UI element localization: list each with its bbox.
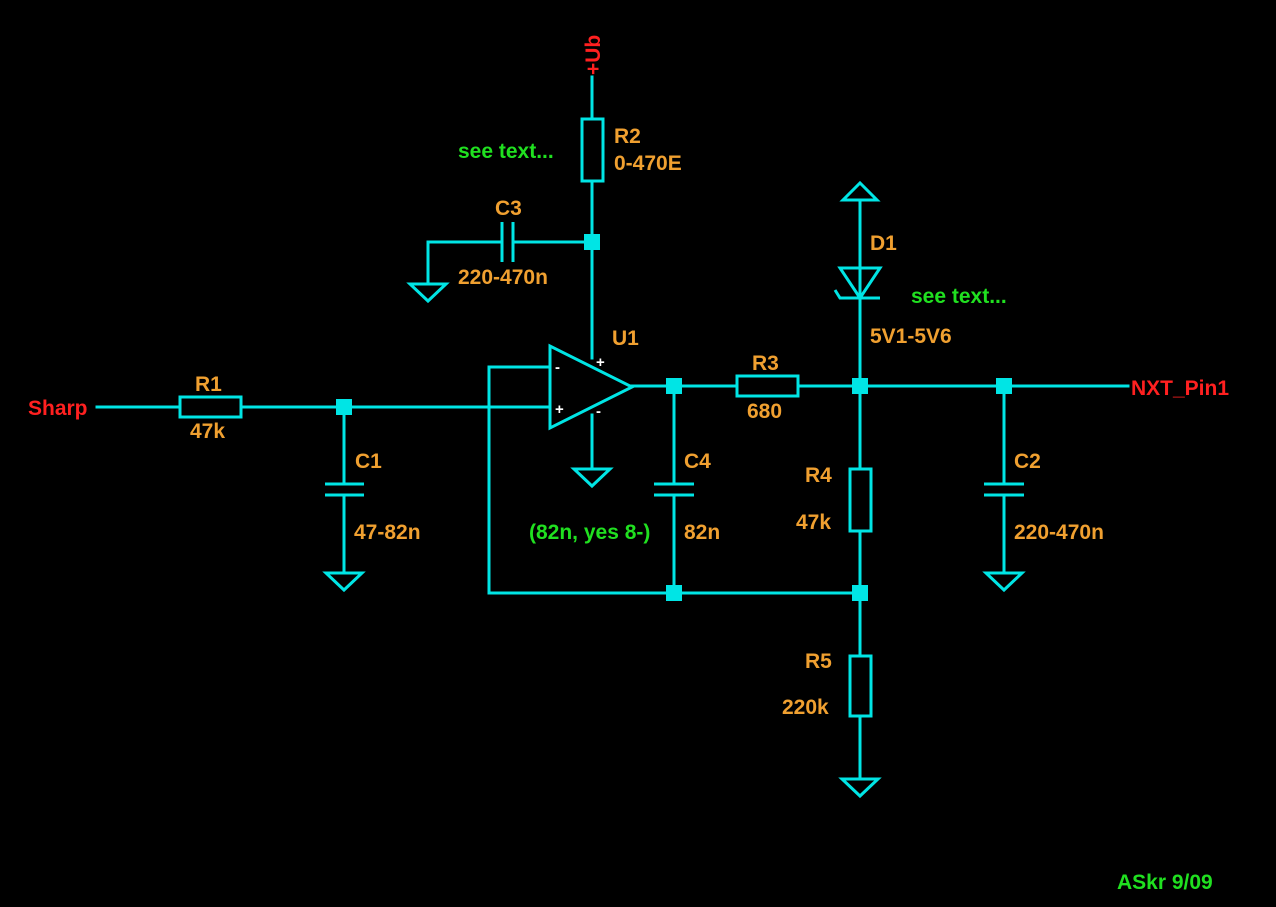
junction-c3-node [584, 234, 600, 250]
resistor-r2 [580, 117, 605, 183]
opamp-inverting-pin-mark: - [555, 359, 560, 376]
u1-ref-label: U1 [612, 327, 639, 350]
capacitor-c4 [654, 482, 694, 497]
r2-note-label: see text... [458, 140, 554, 163]
ground-icon-c1 [322, 571, 366, 593]
input-port-label: Sharp [28, 397, 88, 420]
resistor-r4 [848, 467, 873, 533]
wires [95, 75, 1130, 781]
output-port-label: NXT_Pin1 [1131, 377, 1229, 400]
junction-c1-node [336, 399, 352, 415]
junction-r3-d1-node [852, 378, 868, 394]
author-signature: ASkr 9/09 [1117, 871, 1213, 894]
resistor-r3 [735, 374, 800, 398]
r1-ref-label: R1 [195, 373, 222, 396]
r2-ref-label: R2 [614, 125, 641, 148]
r3-value-label: 680 [747, 400, 782, 423]
zener-diode-d1 [833, 266, 883, 301]
c4-note-label: (82n, yes 8-) [529, 521, 650, 544]
c2-ref-label: C2 [1014, 450, 1041, 473]
c3-ref-label: C3 [495, 197, 522, 220]
c3-value-label: 220-470n [458, 266, 548, 289]
capacitor-c2 [984, 482, 1024, 497]
supply-arrow-icon-d1 [839, 180, 881, 202]
c2-value-label: 220-470n [1014, 521, 1104, 544]
junction-c2-node [996, 378, 1012, 394]
ground-icon-opamp [570, 467, 614, 489]
r1-value-label: 47k [190, 420, 225, 443]
junction-c4-feedback [666, 585, 682, 601]
r4-ref-label: R4 [805, 464, 832, 487]
r5-ref-label: R5 [805, 650, 832, 673]
r2-value-label: 0-470E [614, 152, 682, 175]
c4-value-label: 82n [684, 521, 720, 544]
c1-ref-label: C1 [355, 450, 382, 473]
opamp-noninverting-pin-mark: + [555, 401, 564, 418]
opamp-vminus-pin-mark: - [596, 403, 601, 420]
junction-r4-r5-node [852, 585, 868, 601]
junction-opamp-output [666, 378, 682, 394]
r4-value-label: 47k [796, 511, 831, 534]
ground-icon-r5 [838, 777, 882, 799]
resistor-r1 [178, 395, 243, 419]
ground-icon-c2 [982, 571, 1026, 593]
d1-value-label: 5V1-5V6 [870, 325, 952, 348]
capacitor-c3 [500, 222, 515, 262]
capacitor-c1 [325, 482, 364, 497]
d1-note-label: see text... [911, 285, 1007, 308]
d1-ref-label: D1 [870, 232, 897, 255]
r5-value-label: 220k [782, 696, 829, 719]
junctions [336, 234, 1012, 601]
ground-icon-c3 [406, 282, 450, 304]
c4-ref-label: C4 [684, 450, 711, 473]
opamp-u1 [548, 343, 636, 431]
c1-value-label: 47-82n [354, 521, 421, 544]
r3-ref-label: R3 [752, 352, 779, 375]
opamp-vplus-pin-mark: + [596, 354, 605, 371]
supply-port-label: +Ub [582, 35, 605, 75]
resistor-r5 [848, 654, 873, 718]
